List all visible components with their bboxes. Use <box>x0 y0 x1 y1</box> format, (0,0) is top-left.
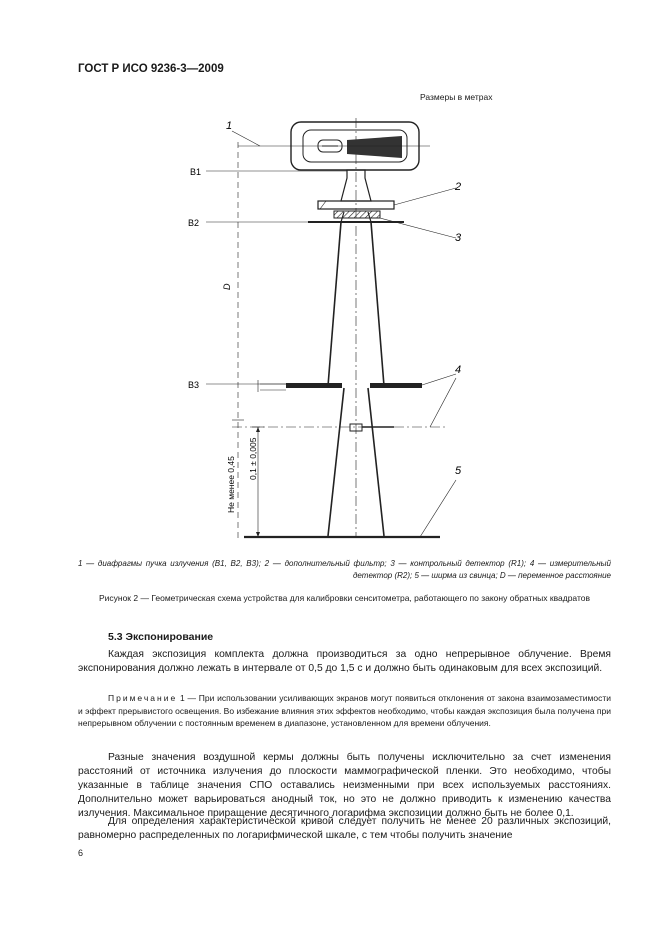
lower-beam-right <box>367 387 385 537</box>
figure-legend-text: 1 — диафрагмы пучка излучения (В1, В2, В… <box>78 559 611 580</box>
label-b2: В2 <box>188 218 199 228</box>
paragraph-1: Каждая экспозиция комплекта должна произ… <box>78 649 611 674</box>
section-title: 5.3 Экспонирование <box>108 631 214 643</box>
paragraph-2: Разные значения воздушной кермы должны б… <box>78 752 611 819</box>
label-d: D <box>222 283 232 290</box>
note-label: Примечание <box>108 693 178 703</box>
figure-diagram: 1 В1 2 В2 3 D В3 4 5 Не менее 0,45 0,1 ±… <box>188 118 462 539</box>
document-header: ГОСТ Р ИСО 9236-3—2009 <box>78 63 224 75</box>
diaphragm-b3-left <box>286 383 342 388</box>
note-text: 1 — При использовании усиливающих экрано… <box>78 693 612 728</box>
lower-beam-left <box>327 387 345 537</box>
figure-legend: 1 — диафрагмы пучка излучения (В1, В2, В… <box>78 558 611 582</box>
diaphragm-b3-right <box>370 383 422 388</box>
label-2: 2 <box>454 181 461 193</box>
page-number: 6 <box>78 848 84 858</box>
note: Примечание 1 — При использовании усилива… <box>78 692 611 730</box>
units-note: Размеры в метрах <box>420 92 493 102</box>
beam-right-edge <box>370 221 385 387</box>
label-b3: В3 <box>188 380 199 390</box>
beam-left-edge <box>327 221 342 387</box>
anode <box>347 136 402 158</box>
label-4: 4 <box>455 364 461 376</box>
label-5: 5 <box>455 465 462 477</box>
label-3: 3 <box>455 232 462 244</box>
label-min-distance: Не менее 0,45 <box>226 456 236 513</box>
figure-title: Рисунок 2 — Геометрическая схема устройс… <box>98 593 591 603</box>
label-b1: В1 <box>190 167 201 177</box>
label-1: 1 <box>226 120 232 132</box>
paragraph-3: Для определения характеристической криво… <box>78 816 611 841</box>
reference-detector <box>333 210 381 219</box>
label-tolerance: 0,1 ± 0,005 <box>248 437 258 480</box>
